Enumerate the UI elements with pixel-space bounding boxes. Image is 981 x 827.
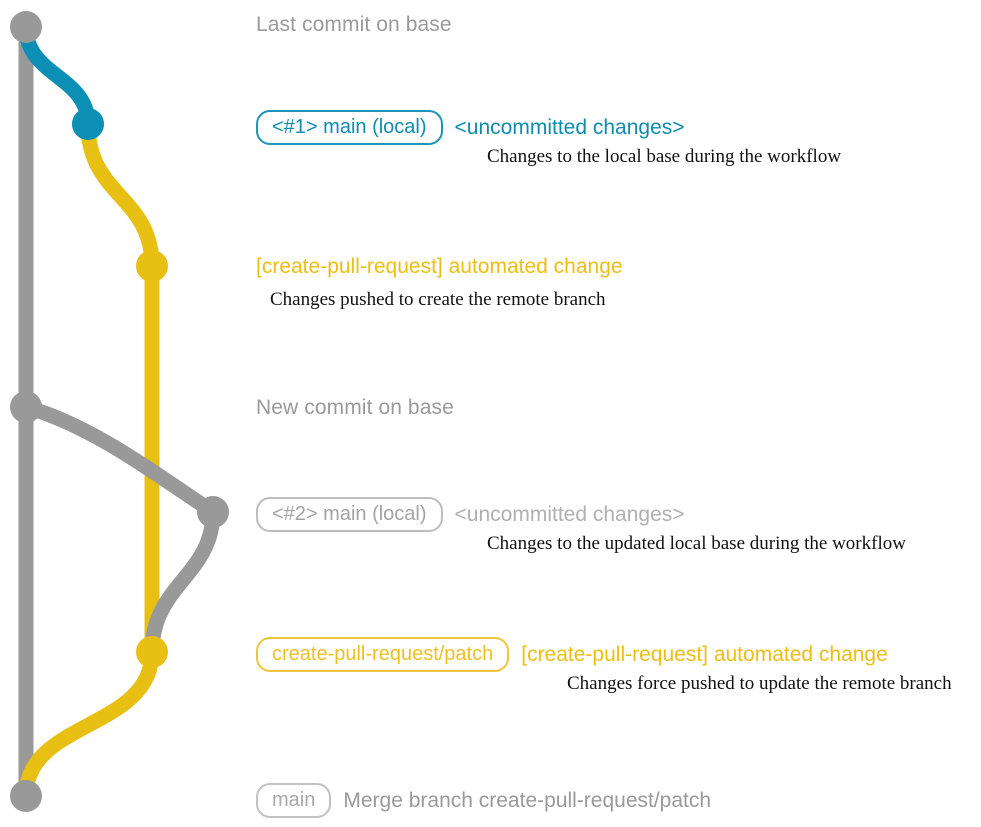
branch-badge-main[interactable]: main — [256, 783, 332, 818]
commit-row-local-main-1: <#1> main (local) <uncommitted changes> — [256, 110, 685, 145]
branch-badge-create-pull-request-patch[interactable]: create-pull-request/patch — [256, 637, 510, 672]
commit-title-last-commit-on-base: Last commit on base — [256, 13, 452, 36]
last-commit-on-base-node[interactable] — [10, 11, 42, 43]
commit-message-merge-commit: Merge branch create-pull-request/patch — [343, 789, 712, 812]
commit-message-automated-change-2: [create-pull-request] automated change — [521, 643, 888, 666]
commit-message-local-main-1: <uncommitted changes> — [454, 116, 685, 139]
branch-badge-local-main-1[interactable]: <#1> main (local) — [256, 110, 443, 145]
yellow-branch-line-upper — [80, 116, 160, 274]
branch-badge-local-main-2[interactable]: <#2> main (local) — [256, 497, 443, 532]
commit-description-local-main-1: Changes to the local base during the wor… — [487, 146, 842, 167]
local-main-1-node[interactable] — [72, 108, 104, 140]
yellow-merge-line — [18, 644, 160, 804]
automated-change-1-node[interactable] — [136, 250, 168, 282]
commit-row-local-main-2: <#2> main (local) <uncommitted changes> — [256, 497, 685, 532]
grey-branch-line-out — [18, 399, 221, 520]
commit-row-new-commit-on-base: New commit on base — [256, 396, 454, 420]
commit-row-last-commit-on-base: Last commit on base — [256, 13, 452, 37]
commit-row-automated-change-2: create-pull-request/patch [create-pull-r… — [256, 637, 888, 672]
new-commit-on-base-node[interactable] — [10, 391, 42, 423]
commit-title-new-commit-on-base: New commit on base — [256, 396, 454, 419]
commit-message-automated-change-1: [create-pull-request] automated change — [256, 255, 623, 278]
merge-commit-node[interactable] — [10, 780, 42, 812]
commit-description-automated-change-2: Changes force pushed to update the remot… — [567, 673, 952, 694]
commit-description-local-main-2: Changes to the updated local base during… — [487, 533, 906, 554]
automated-change-2-node[interactable] — [136, 636, 168, 668]
blue-branch-line — [18, 19, 96, 132]
commit-row-merge-commit: main Merge branch create-pull-request/pa… — [256, 783, 711, 818]
commit-message-local-main-2: <uncommitted changes> — [454, 503, 685, 526]
grey-branch-line-in — [144, 504, 221, 660]
commit-description-automated-change-1: Changes pushed to create the remote bran… — [270, 289, 606, 310]
local-main-2-node[interactable] — [197, 496, 229, 528]
